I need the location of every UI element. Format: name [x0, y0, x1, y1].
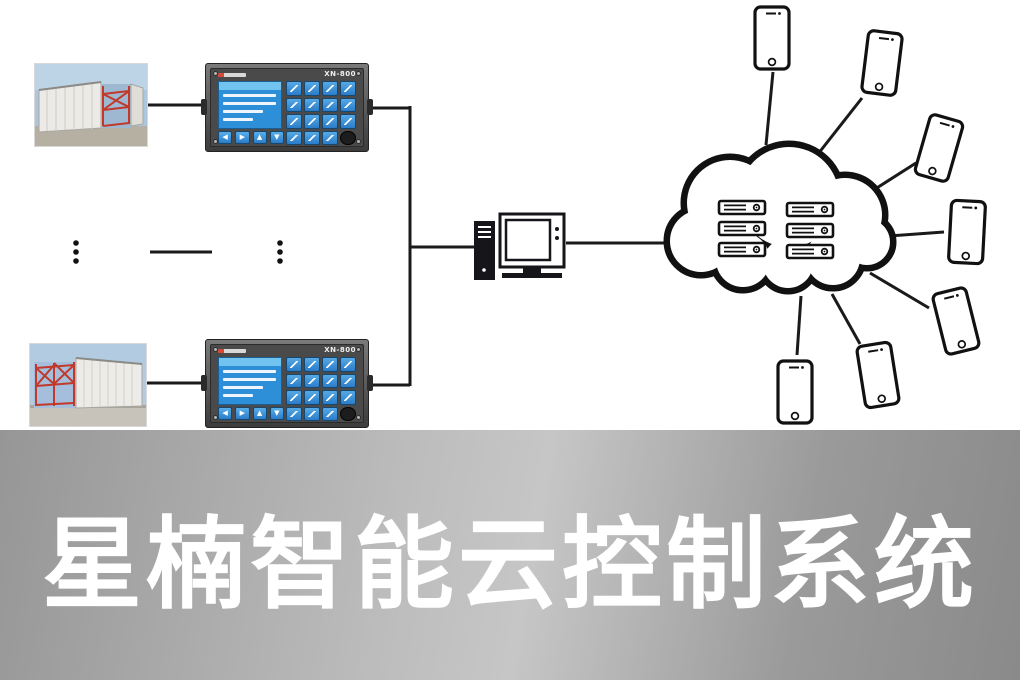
brand-logo: [218, 349, 246, 353]
smartphone-icon: [912, 111, 966, 185]
nav-left-button: ◀: [218, 131, 233, 144]
screw-icon: [213, 347, 218, 352]
mounting-tab: [367, 99, 373, 115]
mounting-tab: [367, 375, 373, 391]
ellipsis-left-icon: [73, 240, 79, 264]
controller-screen: [218, 357, 282, 405]
connection-lines: [146, 71, 945, 387]
site-photo-greenhouse-2: [30, 344, 146, 426]
screw-icon: [356, 139, 361, 144]
controller-keypad: [286, 81, 356, 145]
smartphone-icon: [930, 285, 982, 357]
controller-face: XN-800 ◀ ▶ ▲ ▼: [210, 68, 364, 147]
server-icon: [785, 222, 835, 239]
mounting-tab: [201, 375, 207, 391]
screw-icon: [356, 415, 361, 420]
screw-icon: [213, 71, 218, 76]
controller-face: XN-800 ◀ ▶ ▲ ▼: [210, 344, 364, 423]
plc-controller-1: XN-800 ◀ ▶ ▲ ▼: [201, 63, 373, 152]
pc-workstation-icon: [474, 212, 566, 280]
architecture-diagram: XN-800 ◀ ▶ ▲ ▼: [30, 5, 988, 428]
nav-up-button: ▲: [252, 407, 267, 420]
diagram-canvas: [73, 5, 988, 425]
smartphone-icon: [946, 198, 988, 266]
screw-icon: [213, 415, 218, 420]
smartphone-icon: [859, 28, 905, 98]
screw-icon: [356, 71, 361, 76]
mounting-tab: [201, 99, 207, 115]
nav-down-button: ▼: [269, 407, 284, 420]
server-icon: [717, 220, 767, 237]
brand-logo: [218, 73, 246, 77]
nav-right-button: ▶: [235, 407, 250, 420]
site-photo-greenhouse-1: [35, 64, 147, 146]
nav-left-button: ◀: [218, 407, 233, 420]
smartphone-icon: [854, 340, 902, 410]
page-title: 星楠智能云控制系统: [42, 508, 978, 621]
power-key: [340, 406, 356, 421]
smartphone-icon: [753, 5, 791, 71]
power-key: [340, 130, 356, 145]
nav-up-button: ▲: [252, 131, 267, 144]
title-banner: 星楠智能云控制系统: [0, 430, 1020, 680]
screw-icon: [356, 347, 361, 352]
cloud-icon: [663, 140, 897, 295]
controller-nav-buttons: ◀ ▶ ▲ ▼: [218, 407, 284, 420]
controller-model-label: XN-800: [324, 346, 356, 354]
plc-controller-2: XN-800 ◀ ▶ ▲ ▼: [201, 339, 373, 428]
ellipsis-right-icon: [277, 240, 283, 264]
controller-model-label: XN-800: [324, 70, 356, 78]
server-icon: [785, 201, 835, 218]
controller-nav-buttons: ◀ ▶ ▲ ▼: [218, 131, 284, 144]
server-icon: [785, 243, 835, 260]
screw-icon: [213, 139, 218, 144]
smartphone-icon: [776, 359, 814, 425]
server-icon: [717, 199, 767, 216]
nav-down-button: ▼: [269, 131, 284, 144]
controller-screen: [218, 81, 282, 129]
server-icon: [717, 241, 767, 258]
controller-keypad: [286, 357, 356, 421]
nav-right-button: ▶: [235, 131, 250, 144]
